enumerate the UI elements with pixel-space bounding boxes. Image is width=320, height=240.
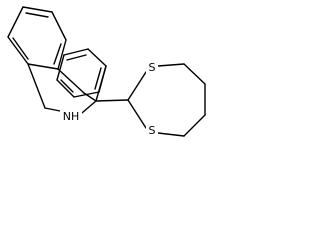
double-bond [60, 79, 74, 93]
bond [27, 63, 46, 109]
bond [27, 63, 59, 70]
dithiane-ring [127, 63, 206, 137]
bond [183, 63, 206, 85]
double-bond [25, 12, 49, 18]
structure-canvas: NH S S [0, 0, 218, 153]
bond [51, 11, 67, 41]
double-bond [94, 67, 102, 90]
atom-sulfur-bottom: S [146, 124, 158, 138]
bond [63, 48, 89, 56]
bond [127, 71, 147, 101]
bond [57, 68, 85, 94]
bond [127, 99, 147, 129]
bond [183, 114, 206, 137]
bond [87, 48, 107, 67]
bond [157, 132, 185, 137]
bond [95, 99, 129, 102]
double-bond [53, 43, 62, 65]
bond [22, 6, 53, 13]
double-bond [66, 54, 87, 61]
bond [56, 54, 65, 81]
bond [7, 36, 29, 65]
benzene-ring-back [7, 6, 67, 70]
atom-sulfur-top: S [146, 61, 158, 75]
bond [56, 79, 75, 98]
bond [7, 6, 24, 38]
double-bond [12, 37, 29, 60]
sulfur-bottom-label: S [149, 124, 156, 137]
molecule-diagram: NH S S [7, 6, 206, 138]
bond [83, 92, 97, 102]
sulfur-top-label: S [149, 61, 156, 74]
bond [157, 63, 185, 67]
bond [95, 65, 107, 102]
atom-nitrogen: NH [60, 110, 82, 124]
nh-label: NH [63, 110, 80, 123]
bond [57, 39, 67, 70]
